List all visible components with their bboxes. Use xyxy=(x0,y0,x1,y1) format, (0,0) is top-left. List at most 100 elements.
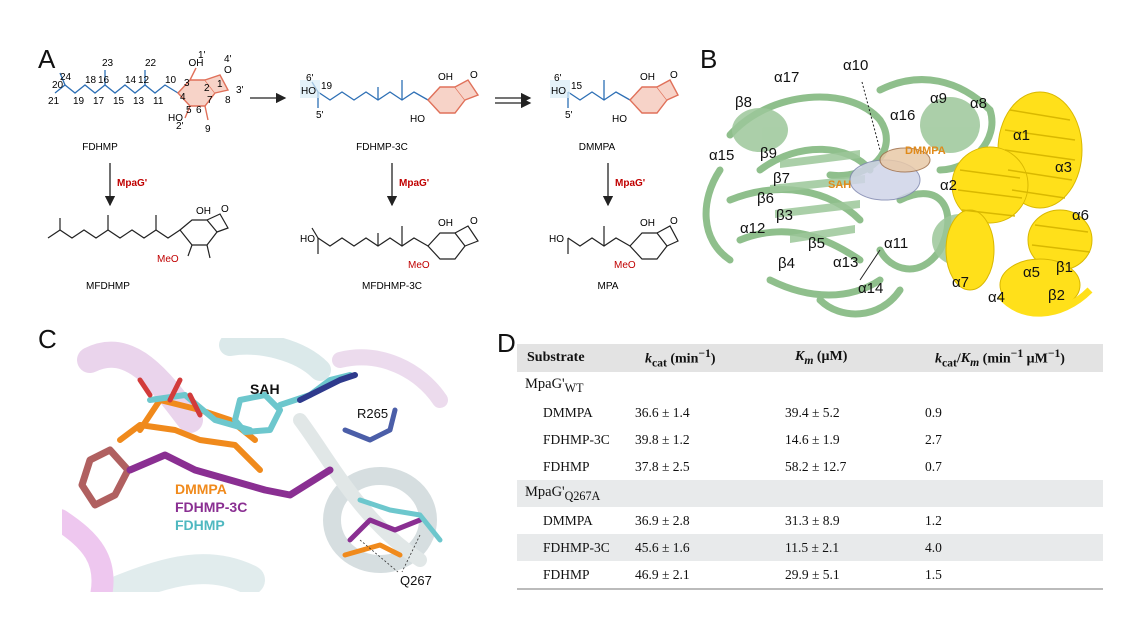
o-label: O xyxy=(670,70,678,81)
cell-ratio: 4.0 xyxy=(924,534,1103,561)
compound-mpa: MPA xyxy=(598,281,619,292)
atom-18: 18 xyxy=(85,75,97,86)
o-label: O xyxy=(224,65,232,76)
atom-4: 4 xyxy=(180,92,186,103)
ss-label-b7: β7 xyxy=(773,170,790,187)
atom-6p: 6' xyxy=(306,73,314,84)
legend-dmmpa: DMMPA xyxy=(175,481,227,497)
atom-10: 10 xyxy=(165,75,177,86)
header-substrate: Substrate xyxy=(517,344,635,372)
ss-label-a4: α4 xyxy=(988,289,1005,306)
ligand-label-dmmpa: DMMPA xyxy=(905,145,946,157)
group-label: MpaG'Q267A xyxy=(517,480,1103,507)
ss-label-a8: α8 xyxy=(970,95,987,112)
atom-15: 15 xyxy=(571,81,583,92)
header-kcat: kcat (min−1) xyxy=(634,344,785,372)
table-row: DMMPA 36.6 ± 1.4 39.4 ± 5.2 0.9 xyxy=(517,399,1103,426)
ss-label-a3: α3 xyxy=(1055,159,1072,176)
atom-8: 8 xyxy=(225,95,231,106)
enzyme-label: MpaG' xyxy=(615,178,645,189)
compound-fdhmp: FDHMP xyxy=(82,142,118,153)
oh-label: OH xyxy=(438,72,453,83)
atom-15: 15 xyxy=(113,96,125,107)
atom-5p: 5' xyxy=(316,110,324,121)
compound-mfdhmp-3c: MFDHMP-3C xyxy=(362,281,422,292)
cell-substrate: FDHMP-3C xyxy=(543,431,610,447)
ho-label: HO xyxy=(612,114,627,125)
yellow-helix-stripes xyxy=(957,109,1091,253)
compound-dmmpa: DMMPA xyxy=(579,142,616,153)
cell-ratio: 2.7 xyxy=(924,431,942,447)
atom-9: 9 xyxy=(205,124,211,135)
ss-label-a7: α7 xyxy=(952,274,969,291)
atom-22: 22 xyxy=(145,58,157,69)
ss-label-a10: α10 xyxy=(843,57,868,74)
ss-label-a12: α12 xyxy=(740,220,765,237)
cell-substrate: FDHMP xyxy=(543,458,590,474)
header-kcat-km: kcat/Km (min−1 μM−1) xyxy=(924,344,1103,372)
o-label: O xyxy=(670,216,678,227)
ss-label-a16: α16 xyxy=(890,107,915,124)
green-domain xyxy=(702,76,996,318)
atom-23: 23 xyxy=(102,58,114,69)
table-row: FDHMP 46.9 ± 2.1 29.9 ± 5.1 1.5 xyxy=(517,561,1103,590)
o-label: O xyxy=(470,70,478,81)
ho-acid-label: HO xyxy=(549,234,564,245)
ss-label-b6: β6 xyxy=(757,190,774,207)
mpa-structure xyxy=(567,225,679,260)
yellow-domain xyxy=(945,91,1093,317)
fdhmp-3c-core xyxy=(427,79,480,114)
ligand-density xyxy=(849,147,931,201)
label-sah: SAH xyxy=(250,381,280,397)
ligand-sticks xyxy=(78,372,443,558)
ss-label-b2: β2 xyxy=(1048,287,1065,304)
group-label: MpaG'WT xyxy=(525,375,584,395)
atom-19: 19 xyxy=(321,81,333,92)
cell-substrate: DMMPA xyxy=(543,404,593,420)
cell-substrate: FDHMP xyxy=(517,561,635,590)
cell-ratio: 0.7 xyxy=(924,458,942,474)
atom-1p: 1' xyxy=(198,50,206,61)
panel-label-a: A xyxy=(38,44,56,74)
cell-ratio: 1.2 xyxy=(924,512,942,528)
panel-label-b: B xyxy=(700,44,718,74)
panel-label-c: C xyxy=(38,324,57,354)
cell-km: 58.2 ± 12.7 xyxy=(784,458,847,474)
cell-ratio: 0.9 xyxy=(924,404,942,420)
atom-12: 12 xyxy=(138,75,150,86)
cell-km: 11.5 ± 2.1 xyxy=(784,534,925,561)
oh-label: OH xyxy=(640,218,655,229)
table-row: FDHMP-3C 45.6 ± 1.6 11.5 ± 2.1 4.0 xyxy=(517,534,1103,561)
compound-mfdhmp: MFDHMP xyxy=(86,281,130,292)
atom-6p: 6' xyxy=(554,73,562,84)
cell-km: 31.3 ± 8.9 xyxy=(784,512,840,528)
ss-label-a17: α17 xyxy=(774,69,799,86)
cell-kcat: 46.9 ± 2.1 xyxy=(634,561,785,590)
cell-kcat: 37.8 ± 2.5 xyxy=(634,458,690,474)
atom-19: 19 xyxy=(73,96,85,107)
atom-4p: 4' xyxy=(224,54,232,65)
fdhmp-core-highlight xyxy=(177,67,230,121)
ss-label-a15: α15 xyxy=(709,147,734,164)
enzyme-label: MpaG' xyxy=(399,178,429,189)
atom-1: 1 xyxy=(217,79,223,90)
dmmpa-core xyxy=(629,79,679,114)
ss-label-b3: β3 xyxy=(776,207,793,224)
ss-label-a9: α9 xyxy=(930,90,947,107)
atom-17: 17 xyxy=(93,96,105,107)
cell-km: 14.6 ± 1.9 xyxy=(784,431,840,447)
atom-3: 3 xyxy=(184,78,190,89)
methoxy-label: MeO xyxy=(157,254,179,265)
o-label: O xyxy=(221,204,229,215)
ho-acid-label: HO xyxy=(300,234,315,245)
atom-5: 5 xyxy=(186,105,192,116)
ss-label-a5: α5 xyxy=(1023,264,1040,281)
ss-label-b5: β5 xyxy=(808,235,825,252)
atom-16: 16 xyxy=(98,75,110,86)
table-row: DMMPA 36.9 ± 2.8 31.3 ± 8.9 1.2 xyxy=(517,507,1103,534)
ss-label-b4: β4 xyxy=(778,255,795,272)
ho-acid-label: HO xyxy=(551,86,566,97)
o-label: O xyxy=(470,216,478,227)
ho-label: HO xyxy=(410,114,425,125)
group-row-wt: MpaG'WT xyxy=(517,372,1103,399)
